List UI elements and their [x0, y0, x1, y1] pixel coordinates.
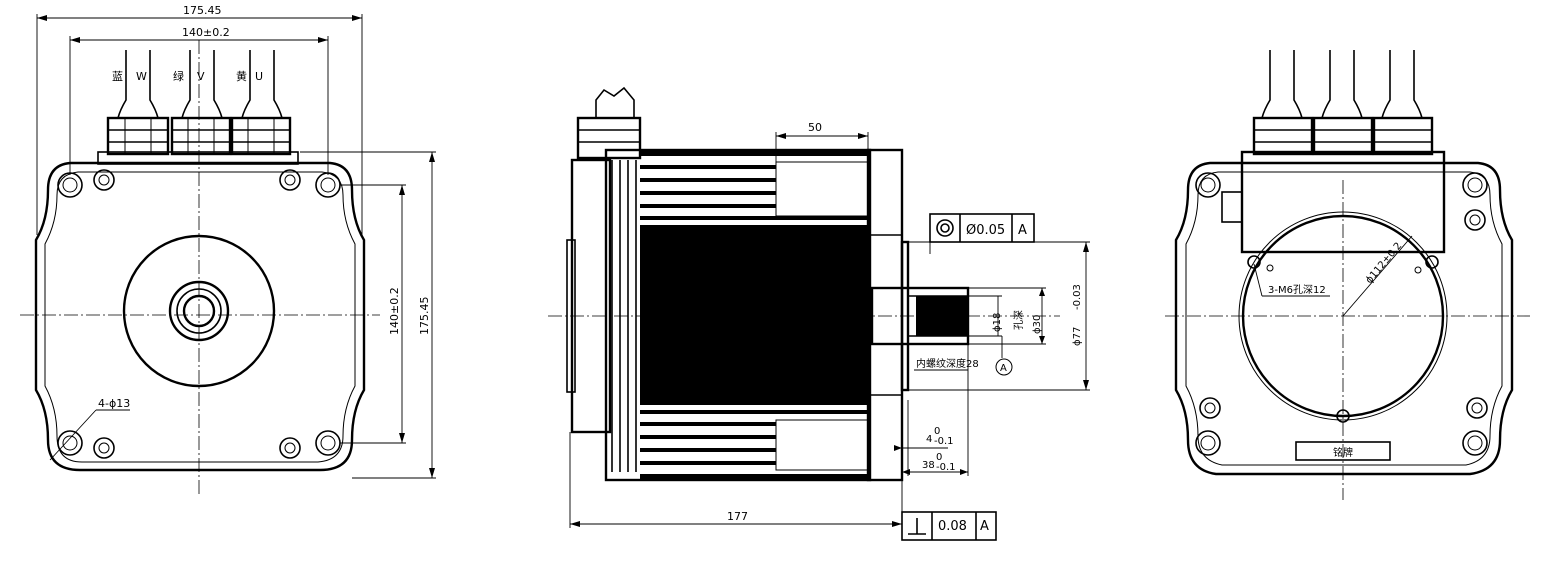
perpendicularity-frame: 0.08 A [901, 511, 997, 541]
holes-note: 4-ϕ13 [98, 397, 130, 410]
front-flange-inner [44, 171, 356, 463]
side-fin-block [640, 225, 868, 405]
dim-hole-spacing: 140±0.2 [182, 26, 230, 39]
dim-hole-spacing-vertical: 140±0.2 [388, 287, 401, 335]
dim-length: 177 [727, 510, 748, 523]
rear-cables [1261, 50, 1423, 119]
front-cable-glands [106, 116, 292, 156]
front-pilot-circle [122, 234, 276, 388]
cable-phase-v: V [197, 70, 205, 83]
dim-4-tol-upper: 0 [934, 426, 940, 437]
front-shaft-outer [168, 280, 230, 342]
dim-38-tol-upper: 0 [936, 452, 942, 463]
shaft-hole-dia: ϕ18 [992, 313, 1003, 332]
dim-50: 50 [808, 121, 822, 134]
rear-bolt-circle [1238, 211, 1448, 421]
cable-phase-u: U [255, 70, 263, 83]
side-terminal-gland [576, 116, 642, 160]
front-view: 蓝 W 绿 V 黄 U 175.45 140±0.2 175.45 140±0.… [20, 4, 436, 495]
dim-38-tol-lower: -0.1 [936, 462, 956, 473]
side-view: 177 50 Ø0.05 A 0.08 A ϕ18 [548, 86, 1090, 541]
datum-a-circle [995, 358, 1013, 376]
concentricity-frame: Ø0.05 A [929, 213, 1035, 254]
rear-flange-inner [1185, 171, 1503, 466]
thread-note: 内螺纹深度28 [916, 357, 979, 370]
shaft-hole-note: 孔深 [1013, 310, 1025, 330]
rear-circle-dia: ϕ112±0.2 [1364, 241, 1405, 286]
front-flange-outline [34, 161, 366, 472]
rear-mount-holes [1195, 172, 1488, 456]
front-shaft-hole [182, 294, 216, 328]
pilot-tol: -0.03 [1072, 284, 1083, 310]
shaft-dia: ϕ30 [1032, 315, 1043, 334]
datum-a-label: A [1000, 363, 1007, 374]
dim-4-tol-lower: -0.1 [934, 436, 954, 447]
cable-color-w: 蓝 [112, 70, 123, 83]
cable-color-u: 黄 [236, 69, 247, 83]
perpendicularity-datum: A [980, 519, 989, 534]
side-rear-cap [570, 158, 612, 434]
concentricity-value: Ø0.05 [966, 223, 1005, 238]
front-terminal-base [97, 151, 299, 165]
rear-flange-outline [1174, 161, 1514, 476]
dim-overall-width: 175.45 [183, 4, 222, 17]
rear-cover-circle [1241, 214, 1445, 418]
side-pilot [900, 240, 910, 392]
front-shaft [176, 288, 222, 334]
concentricity-datum: A [1018, 223, 1027, 238]
side-rear-ribs [611, 160, 637, 472]
rear-nameplate [1295, 441, 1391, 461]
pilot-dia: ϕ77 [1072, 327, 1083, 346]
dim-4: 4 [926, 434, 932, 445]
rear-cable-glands [1252, 116, 1434, 156]
perpendicularity-value: 0.08 [938, 519, 967, 534]
rear-view: 3-M6孔深12 ϕ112±0.2 铭牌 [1165, 50, 1530, 500]
cable-phase-w: W [136, 70, 147, 83]
front-cables [117, 50, 283, 119]
dim-overall-height: 175.45 [418, 297, 431, 336]
cable-color-v: 绿 [173, 69, 184, 83]
side-shaft-bore [916, 296, 968, 336]
dim-38: 38 [922, 460, 935, 471]
rear-thread-note: 3-M6孔深12 [1268, 284, 1326, 296]
rear-nameplate-label: 铭牌 [1333, 446, 1353, 459]
side-fins [640, 150, 869, 480]
